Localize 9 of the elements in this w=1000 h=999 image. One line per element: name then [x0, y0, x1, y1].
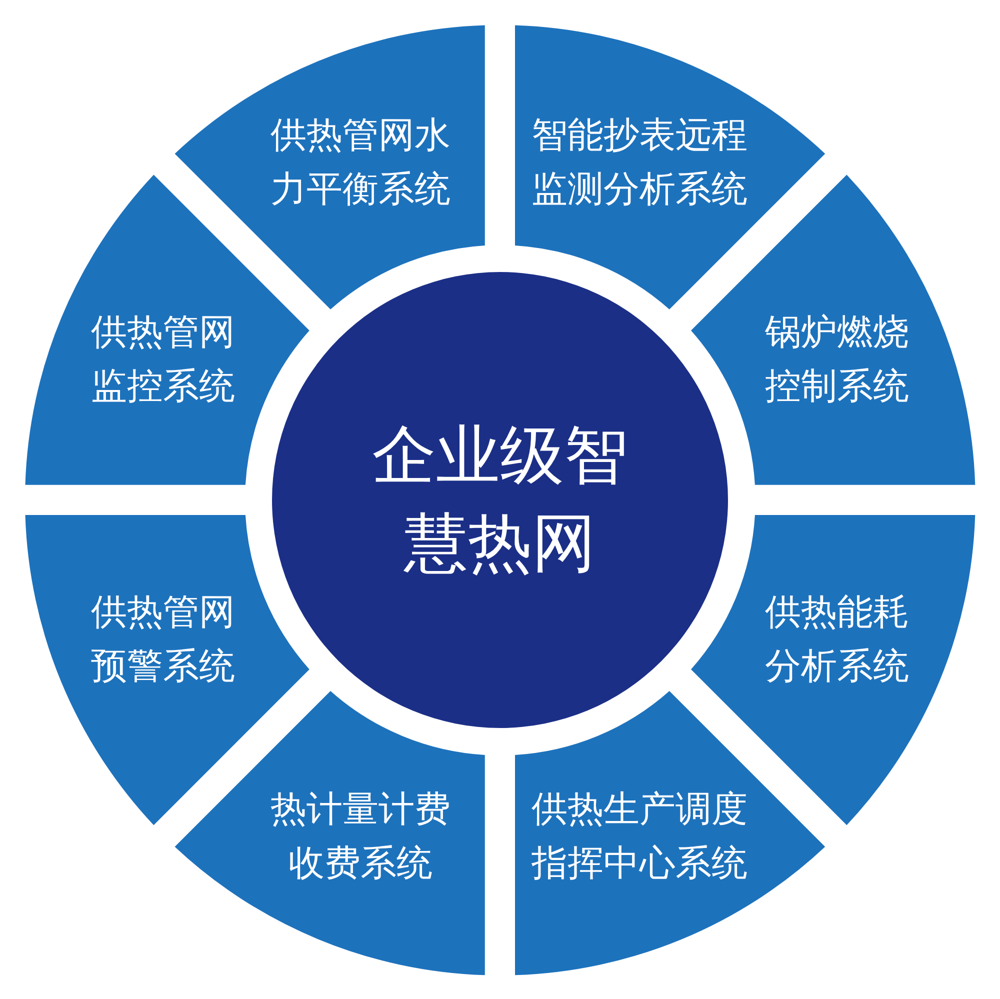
segment-label: 供热生产调度指挥中心系统	[530, 788, 749, 886]
segment-label: 智能抄表远程监测分析系统	[530, 114, 749, 212]
segment-label: 供热管网水力平衡系统	[269, 114, 452, 212]
segment-label: 热计量计费收费系统	[269, 788, 452, 886]
center-title: 企业级智慧热网	[371, 418, 629, 583]
segment-label: 供热管网监控系统	[90, 311, 236, 410]
segment-label: 供热管网预警系统	[90, 590, 236, 689]
segment-label: 供热能耗分析系统	[764, 590, 910, 689]
segment-label: 锅炉燃烧控制系统	[764, 311, 910, 410]
